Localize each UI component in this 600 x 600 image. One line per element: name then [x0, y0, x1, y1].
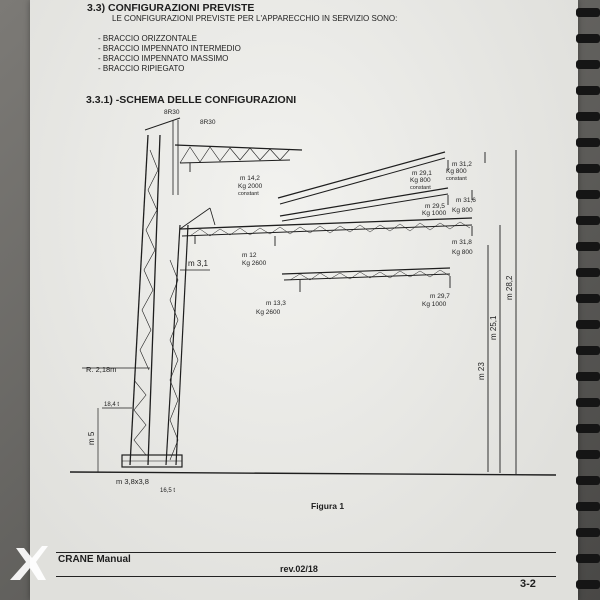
max-inclined-note: constant	[410, 185, 431, 191]
configuration-list: - BRACCIO ORIZZONTALE - BRACCIO IMPENNAT…	[98, 34, 241, 74]
page-number: 3-2	[520, 578, 536, 590]
height-23-label: m 23	[477, 362, 486, 380]
height-25-label: m 25,1	[489, 315, 498, 340]
mast-height-label: m 5	[87, 431, 96, 445]
intermediate-load: Kg 1000	[422, 210, 447, 217]
horizontal-tip-dist: m 31,8	[452, 239, 472, 246]
max-inclined-tip-load: Kg 800	[446, 168, 467, 175]
low-inner-load: Kg 2600	[256, 309, 281, 316]
horizontal-tip-load: Kg 800	[452, 249, 473, 256]
intermediate-tip-dist: m 31,6	[456, 197, 476, 204]
horizontal-inner-dist: m 12	[242, 252, 257, 259]
watermark-logo-icon	[10, 546, 48, 580]
footer-manual: CRANE Manual	[58, 554, 131, 565]
list-item: - BRACCIO RIPIEGATO	[98, 64, 185, 73]
subsection-title: 3.3.1) -SCHEMA DELLE CONFIGURAZIONI	[86, 94, 297, 106]
section-intro: LE CONFIGURAZIONI PREVISTE PER L'APPAREC…	[112, 14, 398, 23]
low-tip-load: Kg 1000	[422, 301, 447, 308]
horizontal-height: m 3,1	[188, 259, 209, 268]
height-28-label: m 28,2	[505, 275, 514, 300]
ballast-label: 16,5 t	[160, 488, 175, 494]
max-inclined-tip-note: constant	[446, 176, 467, 182]
section-title: 3.3) CONFIGURAZIONI PREVISTE	[87, 2, 255, 14]
footer-rule-bottom	[56, 576, 556, 577]
radius-label: R. 2,18m	[86, 365, 116, 374]
base-label: m 3,8x3,8	[116, 477, 149, 486]
spiral-binding	[576, 8, 600, 589]
crane-configuration-diagram: 8R30 8R30 m 14,2 Kg 2000 constant m 29,1…	[69, 109, 557, 511]
low-inner-dist: m 13,3	[266, 300, 286, 307]
max-inclined-dist: m 29,1	[412, 170, 432, 177]
horizontal-inner-load: Kg 2600	[242, 260, 267, 267]
footer-revision: rev.02/18	[280, 564, 318, 574]
max-inclined-tip-dist: m 31,2	[452, 161, 472, 168]
folded-dist: m 14,2	[240, 175, 260, 182]
intermediate-tip-load: Kg 800	[452, 207, 473, 214]
top-label-b: 8R30	[200, 119, 216, 126]
list-item: - BRACCIO IMPENNATO INTERMEDIO	[98, 44, 241, 53]
intermediate-dist: m 29,5	[425, 203, 445, 210]
counterweight-label: 18,4 t	[104, 402, 119, 408]
folded-load: Kg 2000	[238, 183, 263, 190]
ground-line	[69, 471, 557, 476]
folded-note: constant	[238, 191, 259, 197]
document-page: 3.3) CONFIGURAZIONI PREVISTE LE CONFIGUR…	[30, 0, 578, 600]
max-inclined-load: Kg 800	[410, 177, 431, 184]
low-tip-dist: m 29,7	[430, 293, 450, 300]
list-item: - BRACCIO IMPENNATO MASSIMO	[98, 54, 229, 63]
figure-caption: Figura 1	[311, 501, 344, 511]
top-label-a: 8R30	[164, 109, 180, 116]
footer-rule-top	[56, 552, 556, 553]
list-item: - BRACCIO ORIZZONTALE	[98, 34, 197, 43]
